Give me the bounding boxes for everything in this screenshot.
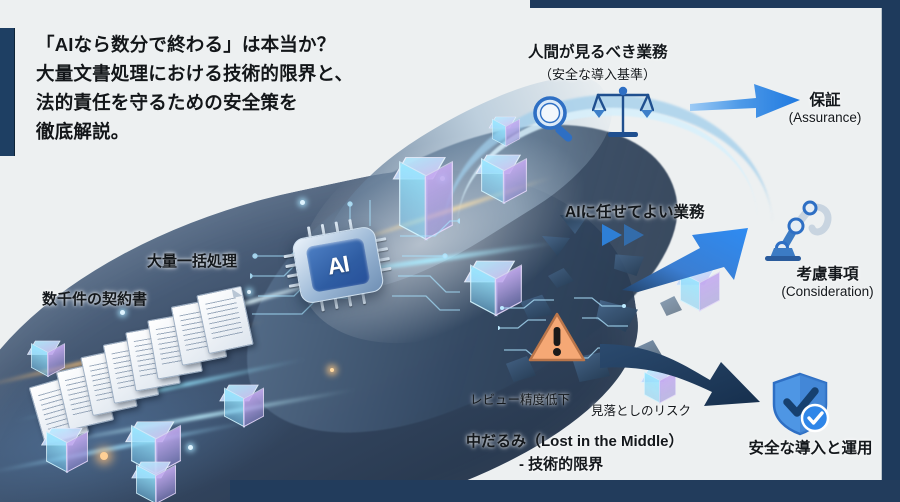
shield-check-icon <box>772 372 830 436</box>
risk-caption-main: 中だるみ（Lost in the Middle） <box>466 433 684 450</box>
ai-chip-label: AI <box>325 249 351 280</box>
assurance-arrow <box>690 84 800 118</box>
fast-forward-icon <box>602 224 644 246</box>
consideration-arrow <box>622 228 748 292</box>
magnifier-icon <box>533 96 573 142</box>
data-cube <box>475 147 527 205</box>
page-title: 「AIなら数分で終わる」は本当か？ 大量文書処理における技術的限界と、 法的責任… <box>36 34 354 142</box>
glow-dot <box>247 290 251 294</box>
glow-dot <box>120 310 125 315</box>
middle-branch-heading: AIに任せてよい業務 <box>565 204 705 221</box>
scales-icon <box>592 86 654 137</box>
top-branch-heading: 人間が見るべき業務 <box>528 44 668 61</box>
safe-operation-arrow <box>600 344 760 406</box>
documents-label: 数千件の契約書 <box>42 291 148 308</box>
risk-note-right: 見落としのリスク <box>591 404 692 418</box>
frame-inner-line <box>881 8 882 480</box>
data-cube <box>488 112 520 147</box>
top-outcome-subtitle: (Assurance) <box>788 110 862 125</box>
fragment-shard <box>660 296 682 316</box>
data-cube <box>40 421 88 474</box>
data-cube <box>131 455 176 502</box>
frame-bottom <box>230 480 900 502</box>
fragment-shard <box>548 268 574 288</box>
bottom-outcome-title: 安全な導入と運用 <box>748 440 873 457</box>
glow-dot <box>300 200 305 205</box>
middle-outcome-subtitle: (Consideration) <box>781 284 874 299</box>
data-cube-tall <box>392 148 453 241</box>
data-cube <box>219 378 264 428</box>
top-outcome-title: 保証 <box>809 92 841 109</box>
title-accent-bar <box>0 28 15 156</box>
warning-triangle-icon <box>528 312 586 362</box>
frame-top <box>530 0 900 8</box>
glow-dot-warm <box>100 452 108 460</box>
fragment-shard <box>614 254 644 276</box>
robot-arm-icon <box>765 200 832 261</box>
glow-dot-warm <box>330 368 334 372</box>
middle-outcome-title: 考慮事項 <box>796 266 859 283</box>
data-cube <box>26 335 65 378</box>
top-branch-subheading: （安全な導入基準） <box>539 67 657 82</box>
batch-label: 大量一括処理 <box>147 253 238 270</box>
frame-right <box>882 0 900 502</box>
risk-note-left: レビュー精度低下 <box>470 393 571 407</box>
glow-dot <box>188 445 193 450</box>
risk-caption-sub: - 技術的限界 <box>519 456 604 473</box>
